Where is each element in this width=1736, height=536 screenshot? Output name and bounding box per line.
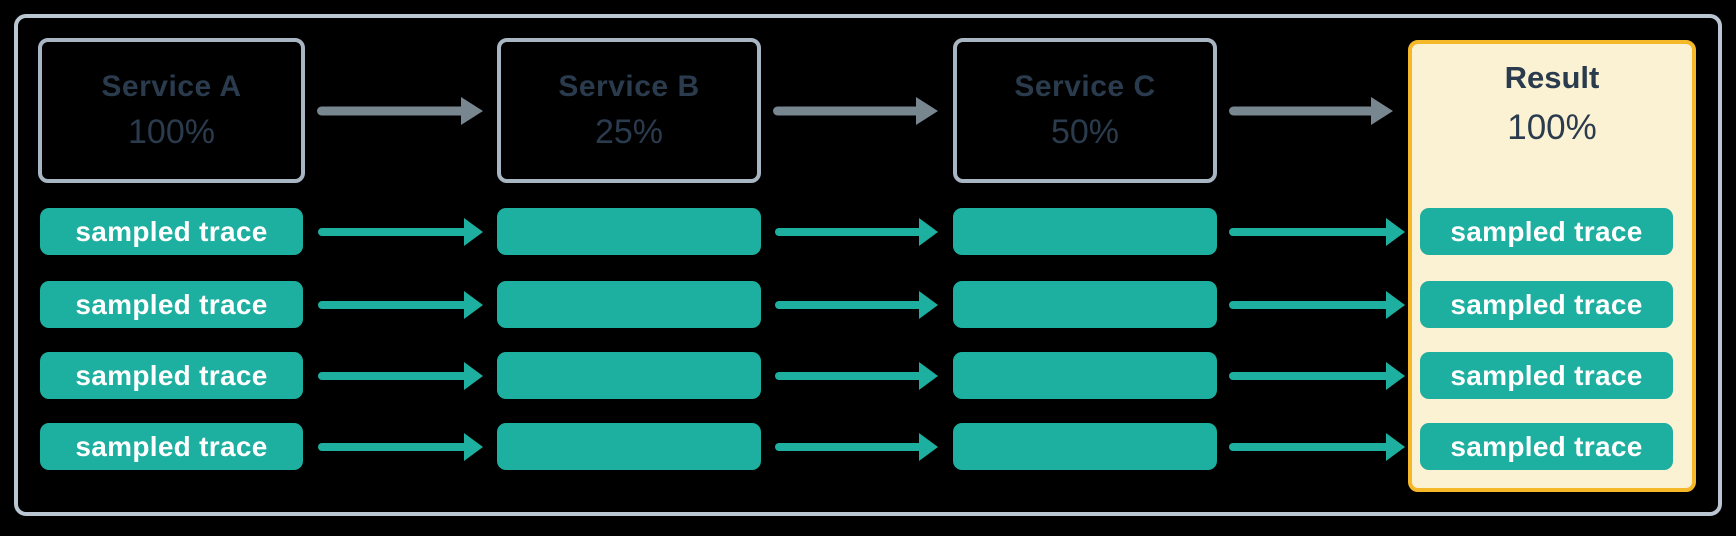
sampled-trace-bar: sampled trace bbox=[40, 208, 303, 255]
arrow-head bbox=[464, 433, 483, 461]
sampled-trace-bar bbox=[497, 423, 761, 470]
arrow-head bbox=[464, 291, 483, 319]
trace-arrow-right-icon bbox=[1229, 291, 1405, 319]
trace-arrow-right-icon bbox=[775, 218, 938, 246]
result-name: Result bbox=[1504, 60, 1600, 95]
trace-arrow-right-icon bbox=[318, 362, 483, 390]
sampled-trace-bar bbox=[953, 352, 1217, 399]
arrow-right-icon bbox=[1229, 94, 1393, 128]
arrow-shaft bbox=[1229, 228, 1391, 236]
sampled-trace-bar: sampled trace bbox=[40, 423, 303, 470]
arrow-shaft bbox=[1229, 106, 1377, 116]
sampled-trace-bar: sampled trace bbox=[40, 281, 303, 328]
sampled-trace-bar bbox=[497, 208, 761, 255]
sampled-trace-bar bbox=[497, 352, 761, 399]
arrow-head bbox=[919, 362, 938, 390]
service-a-rate: 100% bbox=[128, 112, 215, 151]
arrow-head bbox=[1386, 291, 1405, 319]
arrow-shaft bbox=[317, 106, 467, 116]
sampled-trace-label: sampled trace bbox=[1450, 215, 1643, 247]
arrow-head bbox=[919, 291, 938, 319]
trace-arrow-right-icon bbox=[775, 433, 938, 461]
arrow-head bbox=[464, 218, 483, 246]
sampled-trace-label: sampled trace bbox=[1450, 288, 1643, 320]
arrow-head bbox=[919, 218, 938, 246]
arrow-shaft bbox=[1229, 301, 1391, 309]
result-rate: 100% bbox=[1507, 108, 1597, 147]
trace-arrow-right-icon bbox=[775, 362, 938, 390]
arrow-shaft bbox=[775, 372, 924, 380]
service-a-box: Service A 100% bbox=[38, 38, 305, 183]
arrow-head bbox=[1371, 97, 1393, 125]
arrow-shaft bbox=[318, 228, 469, 236]
arrow-shaft bbox=[775, 301, 924, 309]
trace-arrow-right-icon bbox=[1229, 218, 1405, 246]
sampled-trace-label: sampled trace bbox=[75, 288, 268, 320]
trace-arrow-right-icon bbox=[318, 433, 483, 461]
sampled-trace-bar: sampled trace bbox=[40, 352, 303, 399]
service-b-name: Service B bbox=[558, 69, 700, 103]
arrow-shaft bbox=[775, 228, 924, 236]
trace-arrow-right-icon bbox=[1229, 433, 1405, 461]
sampled-trace-label: sampled trace bbox=[75, 359, 268, 391]
diagram-outer-frame bbox=[14, 14, 1722, 516]
arrow-shaft bbox=[318, 372, 469, 380]
service-c-box: Service C 50% bbox=[953, 38, 1217, 183]
arrow-head bbox=[1386, 433, 1405, 461]
arrow-head bbox=[461, 97, 483, 125]
service-a-name: Service A bbox=[101, 69, 242, 103]
service-c-name: Service C bbox=[1014, 69, 1156, 103]
arrow-shaft bbox=[1229, 443, 1391, 451]
arrow-head bbox=[1386, 218, 1405, 246]
arrow-head bbox=[1386, 362, 1405, 390]
sampled-trace-bar bbox=[953, 423, 1217, 470]
arrow-head bbox=[919, 433, 938, 461]
sampled-trace-bar: sampled trace bbox=[1420, 208, 1673, 255]
service-b-rate: 25% bbox=[594, 112, 664, 151]
arrow-shaft bbox=[773, 106, 922, 116]
sampled-trace-bar bbox=[953, 281, 1217, 328]
arrow-head bbox=[464, 362, 483, 390]
arrow-shaft bbox=[318, 443, 469, 451]
trace-arrow-right-icon bbox=[318, 291, 483, 319]
sampled-trace-label: sampled trace bbox=[1450, 430, 1643, 462]
sampled-trace-bar: sampled trace bbox=[1420, 423, 1673, 470]
service-c-rate: 50% bbox=[1050, 112, 1120, 151]
arrow-shaft bbox=[318, 301, 469, 309]
arrow-right-icon bbox=[773, 94, 938, 128]
sampled-trace-label: sampled trace bbox=[1450, 359, 1643, 391]
sampled-trace-bar: sampled trace bbox=[1420, 281, 1673, 328]
trace-arrow-right-icon bbox=[318, 218, 483, 246]
sampled-trace-bar bbox=[497, 281, 761, 328]
arrow-shaft bbox=[1229, 372, 1391, 380]
trace-arrow-right-icon bbox=[1229, 362, 1405, 390]
trace-arrow-right-icon bbox=[775, 291, 938, 319]
result-box bbox=[1408, 40, 1696, 492]
sampled-trace-label: sampled trace bbox=[75, 215, 268, 247]
arrow-head bbox=[916, 97, 938, 125]
service-b-box: Service B 25% bbox=[497, 38, 761, 183]
sampled-trace-bar bbox=[953, 208, 1217, 255]
sampled-trace-bar: sampled trace bbox=[1420, 352, 1673, 399]
arrow-right-icon bbox=[317, 94, 483, 128]
arrow-shaft bbox=[775, 443, 924, 451]
sampled-trace-label: sampled trace bbox=[75, 430, 268, 462]
